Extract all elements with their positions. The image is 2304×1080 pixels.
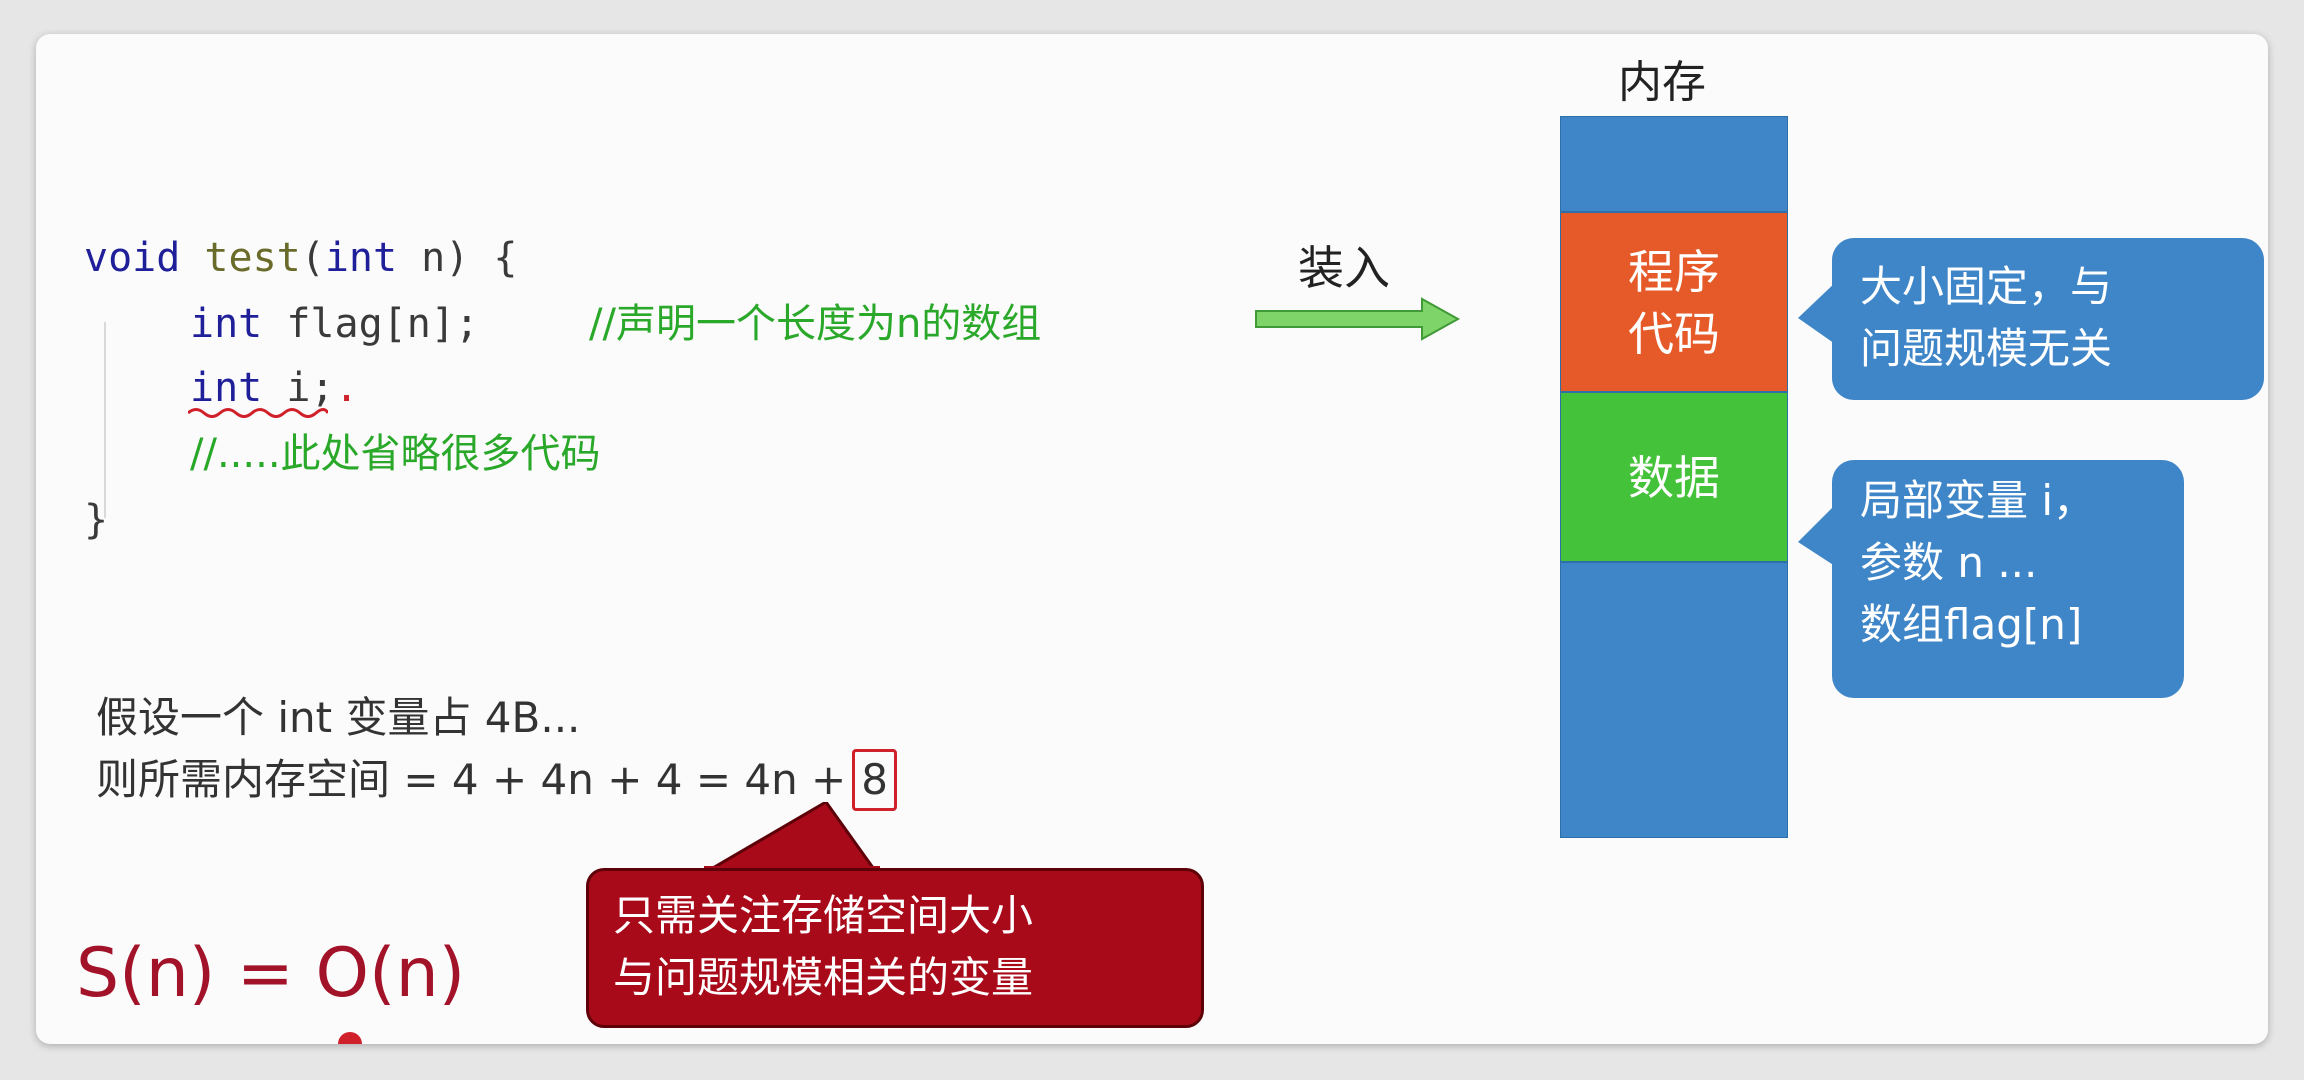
code-line-4: //.....此处省略很多代码: [190, 426, 601, 482]
assumption-text: 假设一个 int 变量占 4B...: [96, 693, 581, 742]
code-text: }: [84, 497, 109, 543]
code-block-label-1: 程序: [1628, 245, 1720, 299]
code-text: i;: [262, 365, 335, 411]
fixed-size-callout: 大小固定，与 问题规模无关: [1832, 238, 2264, 400]
callout-text: 问题规模无关: [1860, 324, 2113, 373]
code-text: flag[n];: [262, 301, 479, 347]
code-line-5: }: [84, 492, 108, 548]
space-complexity: S(n) = O(n): [76, 934, 466, 1013]
annotation-dot: .: [334, 365, 359, 411]
callout-text: 大小固定，与: [1860, 262, 2113, 311]
code-keyword: int: [324, 235, 398, 281]
data-contents-callout: 局部变量 i， 参数 n ... 数组flag[n]: [1832, 460, 2184, 698]
code-line-2: int flag[n]; //声明一个长度为n的数组: [190, 296, 1041, 352]
slide: void test(int n) { int flag[n];//声明一个长度为…: [36, 34, 2268, 1044]
memory-title: 内存: [1618, 57, 1706, 108]
code-block-label-2: 代码: [1628, 307, 1720, 361]
code-line-3: int i;.: [190, 360, 359, 416]
right-arrow-icon: [1255, 297, 1461, 341]
code-keyword: int: [190, 365, 263, 411]
callout-text: 数组flag[n]: [1860, 600, 2083, 649]
focus-note-callout: 只需关注存储空间大小 与问题规模相关的变量: [586, 868, 1204, 1028]
memory-formula: 则所需内存空间 = 4 + 4n + 4 = 4n +8: [96, 746, 897, 811]
callout-text: 参数 n ...: [1860, 538, 2038, 587]
callout-text: 与问题规模相关的变量: [613, 953, 1034, 1002]
callout-text: 局部变量 i，: [1860, 476, 2096, 525]
pointer-dot: [338, 1032, 362, 1044]
code-line-1: void test(int n) {: [84, 230, 518, 286]
callout-pointer: [700, 802, 880, 874]
indent-guide: [104, 322, 106, 518]
code-comment: //声明一个长度为n的数组: [589, 301, 1042, 347]
callout-text: 只需关注存储空间大小: [613, 891, 1034, 940]
memory-diagram: 程序 代码 数据: [1560, 116, 1788, 838]
callout-pointer: [1798, 502, 1838, 568]
code-keyword: int: [190, 301, 263, 347]
load-label: 装入: [1298, 241, 1390, 295]
data-block: 数据: [1561, 393, 1787, 563]
code-function-name: test: [204, 235, 301, 281]
code-keyword: void: [84, 235, 205, 281]
code-text: n) {: [397, 235, 518, 281]
highlighted-constant: 8: [852, 749, 897, 811]
formula-text: 则所需内存空间 = 4 + 4n + 4 = 4n +: [96, 755, 847, 804]
code-comment: //.....此处省略很多代码: [190, 431, 601, 477]
hand-drawn-underline: [188, 408, 328, 418]
program-code-block: 程序 代码: [1561, 211, 1787, 393]
code-text: (: [300, 235, 325, 281]
callout-pointer: [1798, 280, 1838, 346]
